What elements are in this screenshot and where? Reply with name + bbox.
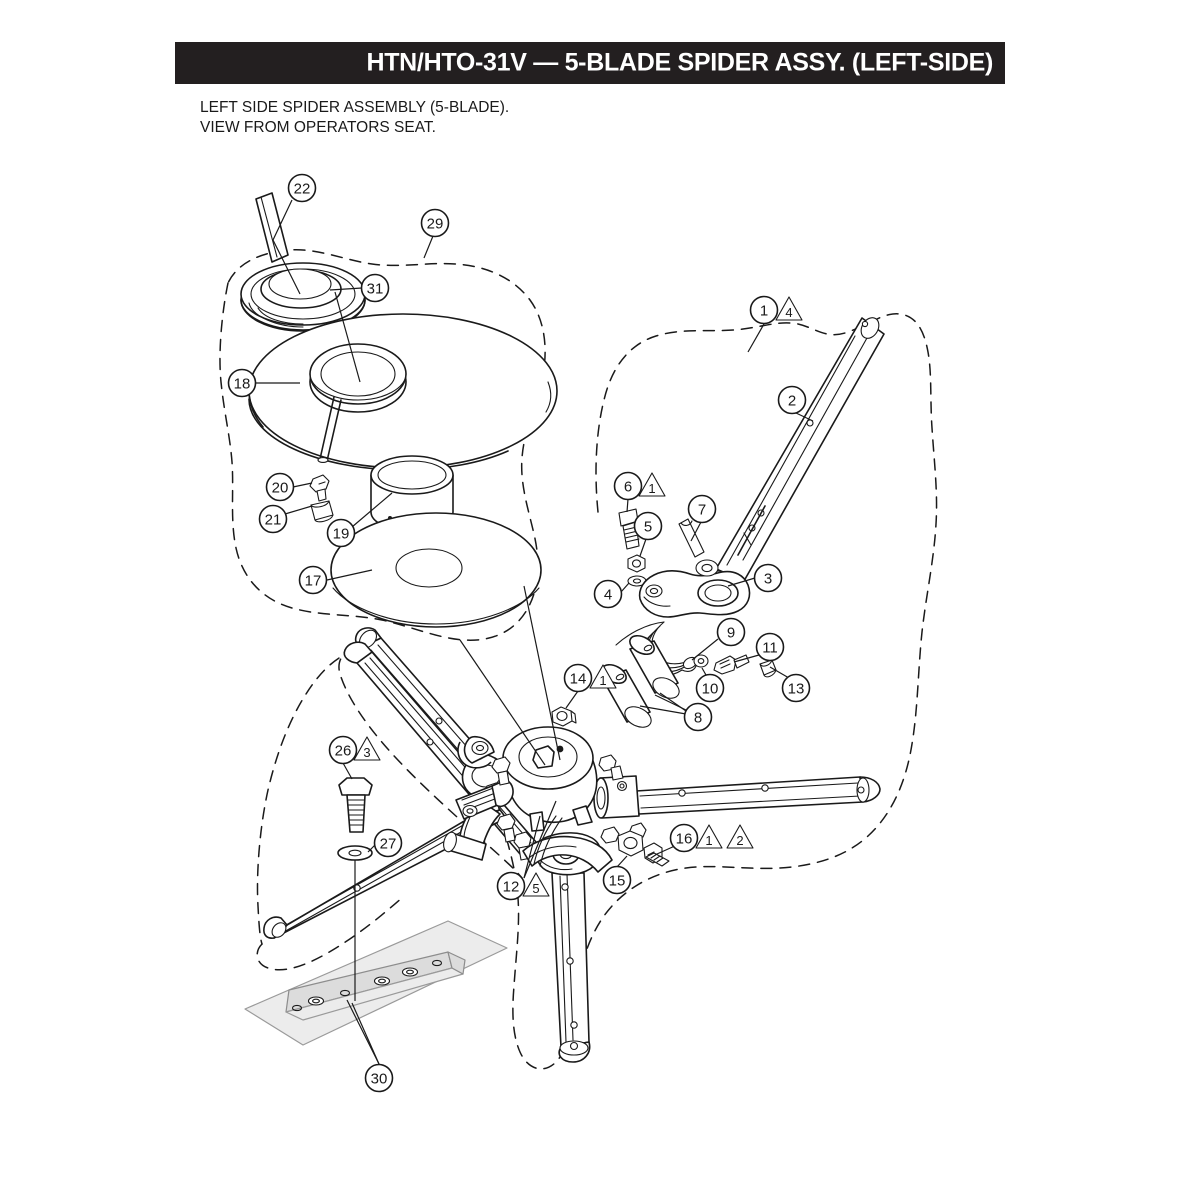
group-outline-lower-arm [256,649,523,971]
upper-left-clamp [463,735,511,786]
part-14-hex-nut [551,706,577,727]
callout-18-label: 18 [234,376,251,393]
callout-2-label: 2 [788,393,796,410]
part-20-grease-fitting [309,474,330,502]
mid-left-clamp [455,779,516,843]
callout-29-label: 29 [427,216,444,233]
callout-7-label: 7 [698,502,706,519]
callout-layer: 1 4 2 3 4 5 6 [227,173,811,1093]
part-7-roll-pin [678,518,705,558]
callout-19-label: 19 [333,526,350,543]
callout-26[interactable]: 26 3 [328,735,381,765]
callout-14-note-1: 1 [599,673,606,688]
callout-17[interactable]: 17 [298,565,328,595]
callout-9[interactable]: 9 [716,617,746,647]
callout-6-label: 6 [624,479,632,496]
part-2-upper-arm [704,317,885,601]
callout-20[interactable]: 20 [265,472,295,502]
callout-27-label: 27 [380,836,397,853]
subtitle-line-1: LEFT SIDE SPIDER ASSEMBLY (5-BLADE). [200,99,510,116]
callout-4-label: 4 [604,587,612,604]
callout-19[interactable]: 19 [326,518,356,548]
leader-lines [256,199,814,1065]
subtitle-block: LEFT SIDE SPIDER ASSEMBLY (5-BLADE). VIE… [200,98,509,138]
callout-13-label: 13 [788,681,805,698]
callout-4[interactable]: 4 [593,579,623,609]
part-16-hex-bolt [643,842,670,867]
callout-31[interactable]: 31 [360,273,390,303]
page-title: HTN/HTO-31V — 5-BLADE SPIDER ASSY. (LEFT… [366,48,993,77]
callout-16-label: 16 [676,831,693,848]
callout-17-label: 17 [305,573,322,590]
part-21-bushing [310,500,334,523]
callout-20-label: 20 [272,480,289,497]
callout-29[interactable]: 29 [420,208,450,238]
callout-10-label: 10 [702,681,719,698]
callout-8-label: 8 [694,710,702,727]
part-5-lock-nut [627,554,646,573]
callout-13[interactable]: 13 [781,673,811,703]
callout-5-label: 5 [644,519,652,536]
callout-16[interactable]: 16 1 2 [669,823,754,853]
callout-6[interactable]: 6 1 [613,471,666,501]
part-3-clamp-yoke [638,559,751,618]
callout-9-label: 9 [727,625,735,642]
part-22-key-bar [255,192,289,263]
callout-14[interactable]: 14 1 [563,663,617,693]
lower-vertical-arm [535,832,602,1063]
callout-15[interactable]: 15 [602,865,632,895]
callout-26-label: 26 [335,743,352,760]
group-outline-1 [499,313,938,1070]
callout-10[interactable]: 10 [695,673,725,703]
group-outline-29 [219,249,546,641]
callout-1[interactable]: 1 4 [749,295,803,325]
callout-3[interactable]: 3 [753,563,783,593]
callout-1-label: 1 [760,303,768,320]
part-12-spider-hub [443,726,647,873]
callout-12-note-5: 5 [532,881,539,896]
callout-30-label: 30 [371,1071,388,1088]
callout-15-label: 15 [609,873,626,890]
header-bar: HTN/HTO-31V — 5-BLADE SPIDER ASSY. (LEFT… [175,42,1005,84]
part-10-washer [693,654,709,668]
part-18-upper-disc [248,313,558,471]
callout-14-label: 14 [570,671,587,688]
callout-11[interactable]: 11 [755,632,785,662]
part-11-grease-zerk [713,654,750,675]
callout-30[interactable]: 30 [364,1063,394,1093]
part-13-cap-plug [759,659,777,678]
part-26-hex-bolt [338,777,373,833]
callout-12[interactable]: 12 5 [496,871,550,901]
part-31-bearing-race [240,262,366,332]
callout-31-label: 31 [367,281,384,298]
part-19-spacer-collar [370,455,454,532]
callout-27[interactable]: 27 [373,828,403,858]
subtitle-line-2: VIEW FROM OPERATORS SEAT. [200,119,436,136]
part-27-flat-washer [337,845,373,861]
callout-11-label: 11 [762,640,778,657]
callout-22[interactable]: 22 [287,173,317,203]
callout-18[interactable]: 18 [227,368,257,398]
callout-26-note-3: 3 [363,745,370,760]
callout-3-label: 3 [764,571,772,588]
part-15-hex-nut [617,830,644,857]
callout-6-note-1: 1 [648,481,655,496]
callout-16-note-2: 2 [736,833,743,848]
part-30-mounting-plate [244,920,508,1046]
callout-21[interactable]: 21 [258,504,288,534]
callout-16-note-1: 1 [705,833,712,848]
callout-8[interactable]: 8 [683,702,713,732]
callout-12-label: 12 [503,879,520,896]
callout-5[interactable]: 5 [633,511,663,541]
callout-21-label: 21 [265,512,282,529]
middle-right-arm [593,775,881,819]
callout-2[interactable]: 2 [777,385,807,415]
callout-7[interactable]: 7 [687,494,717,524]
callout-1-note-4: 4 [785,305,792,320]
part-17-lower-disc [330,512,542,628]
callout-22-label: 22 [294,181,311,198]
